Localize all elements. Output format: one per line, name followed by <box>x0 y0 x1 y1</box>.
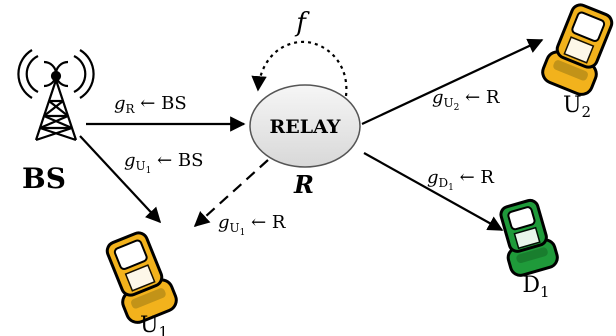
u2-label: U2 <box>563 93 591 121</box>
relay-label: RELAY <box>270 116 341 138</box>
d1-phone-icon <box>499 198 559 277</box>
label-bs-relay: gR ← BS <box>114 93 187 116</box>
arrow-relay-to-u2 <box>361 38 544 125</box>
u2-phone-icon <box>541 3 614 96</box>
d1-label: D1 <box>522 273 549 301</box>
arrow-relay-to-d1 <box>363 152 504 231</box>
relay-node: RELAY <box>249 84 361 168</box>
relay-self-loop-arrow <box>251 40 348 97</box>
label-bs-u1: gU1 ← BS <box>124 150 203 176</box>
base-station-tower-icon <box>17 49 95 142</box>
arrow-bs-to-u1 <box>79 135 162 224</box>
label-relay-d1: gD1 ← R <box>427 167 494 193</box>
u1-label: U1 <box>140 313 168 336</box>
relay-symbol-label: R <box>293 170 314 199</box>
label-relay-u1: gU1 ← R <box>218 212 286 238</box>
label-relay-u2: gU2 ← R <box>432 87 500 113</box>
arrow-relay-to-u1 <box>193 159 269 228</box>
bs-label: BS <box>22 162 66 195</box>
u1-phone-icon <box>105 231 178 324</box>
loop-label-f: f <box>294 8 310 38</box>
